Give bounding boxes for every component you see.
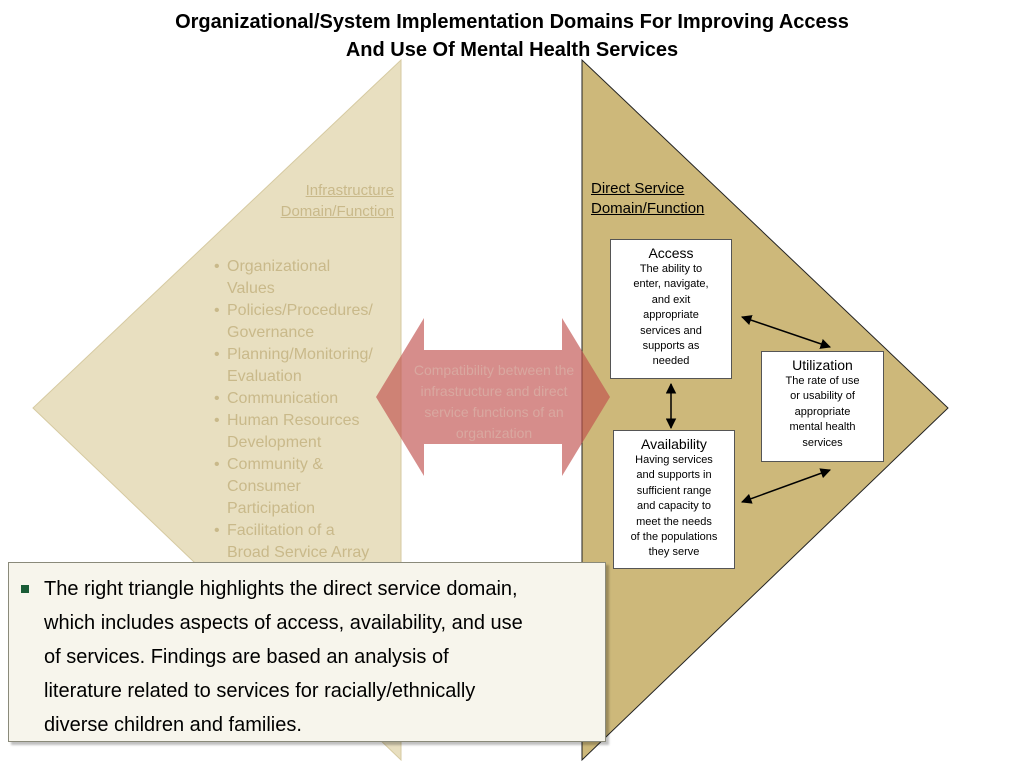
compatibility-line: Compatibility between the <box>413 362 575 378</box>
box-description-line: and supports in <box>636 469 712 482</box>
box-description-line: sufficient range <box>636 484 712 497</box>
infrastructure-item-line: Communication <box>227 390 339 407</box>
availability-title: Availability <box>641 436 707 452</box>
infrastructure-item-line: Consumer <box>227 478 301 495</box>
infrastructure-item-line: Governance <box>227 324 315 341</box>
infrastructure-item-line: Organizational <box>227 258 331 275</box>
infrastructure-item-line: Planning/Monitoring/ <box>227 346 373 363</box>
infrastructure-item: Planning/Monitoring/Evaluation <box>212 344 402 388</box>
compatibility-label: Compatibility between the infrastructure … <box>394 360 594 444</box>
square-bullet-icon <box>21 585 29 593</box>
box-description-line: they serve <box>648 546 700 559</box>
compatibility-double-arrow <box>376 318 610 476</box>
note-line: The right triangle highlights the direct… <box>44 578 518 600</box>
direct-service-heading: Direct Service Domain/Function <box>591 180 705 217</box>
box-description-line: and capacity to <box>637 500 711 513</box>
note-text: The right triangle highlights the direct… <box>44 572 600 742</box>
compatibility-line: organization <box>455 425 533 441</box>
infrastructure-heading: Infrastructure Domain/Function <box>280 182 394 220</box>
box-description-line: services and <box>640 324 702 337</box>
note-line: which includes aspects of access, availa… <box>44 612 523 634</box>
box-description-line: appropriate <box>794 405 851 418</box>
infrastructure-item-line: Community & <box>227 456 324 473</box>
compatibility-line: service functions of an <box>424 404 564 420</box>
note-line: literature related to services for racia… <box>44 680 476 702</box>
box-description-line: The rate of use <box>785 375 860 387</box>
access-description: The ability to enter, navigate, and exit ap… <box>616 262 726 370</box>
infrastructure-item: Facilitation of a Broad Service Array <box>212 520 402 564</box>
infrastructure-list: OrganizationalValuesPolicies/Procedures/… <box>212 256 402 564</box>
page-title: Organizational/System Implementation Dom… <box>175 11 849 61</box>
availability-box: Availability Having services and supports… <box>613 430 735 569</box>
access-title: Access <box>648 245 694 261</box>
infrastructure-item: Policies/Procedures/Governance <box>212 300 402 344</box>
access-box: Access The ability to enter, navigate, and… <box>610 239 732 379</box>
box-description-line: The ability to <box>639 263 703 275</box>
note-line: of services. Findings are based an analy… <box>44 646 449 668</box>
box-description-line: services <box>802 436 843 449</box>
box-description-line: appropriate <box>643 309 699 322</box>
utilization-box: Utilization The rate of use or usability … <box>761 351 884 462</box>
utilization-title: Utilization <box>792 357 853 373</box>
infrastructure-item-line: Values <box>227 280 275 297</box>
infrastructure-item: Communication <box>212 388 402 410</box>
box-description-line: enter, navigate, <box>633 278 709 291</box>
infrastructure-item-line: Development <box>227 434 322 451</box>
box-description-line: and exit <box>651 293 691 306</box>
box-description-line: supports as <box>642 340 700 353</box>
infrastructure-item-line: Evaluation <box>227 368 302 385</box>
note-line: diverse children and families. <box>44 714 302 736</box>
utilization-description: The rate of use or usability of appropriat… <box>767 374 878 451</box>
arrow-access-utilization <box>741 315 831 349</box>
infrastructure-item-line: Facilitation of a <box>227 522 335 539</box>
box-description-line: meet the needs <box>636 515 712 528</box>
infrastructure-item-line: Participation <box>227 500 316 517</box>
infrastructure-item-line: Broad Service Array <box>227 544 370 561</box>
note-box: The right triangle highlights the direct… <box>8 562 606 742</box>
box-description-line: or usability of <box>790 390 855 403</box>
arrow-availability-utilization <box>741 468 831 504</box>
box-description-line: of the populations <box>630 531 718 544</box>
box-description-line: Having services <box>635 454 713 466</box>
box-description-line: needed <box>652 355 690 368</box>
compatibility-line: infrastructure and direct <box>420 383 568 399</box>
availability-description: Having services and supports in sufficient… <box>619 453 729 561</box>
box-description-line: mental health <box>789 421 856 434</box>
infrastructure-item-line: Human Resources <box>227 412 360 429</box>
infrastructure-item-line: Policies/Procedures/ <box>227 302 373 319</box>
